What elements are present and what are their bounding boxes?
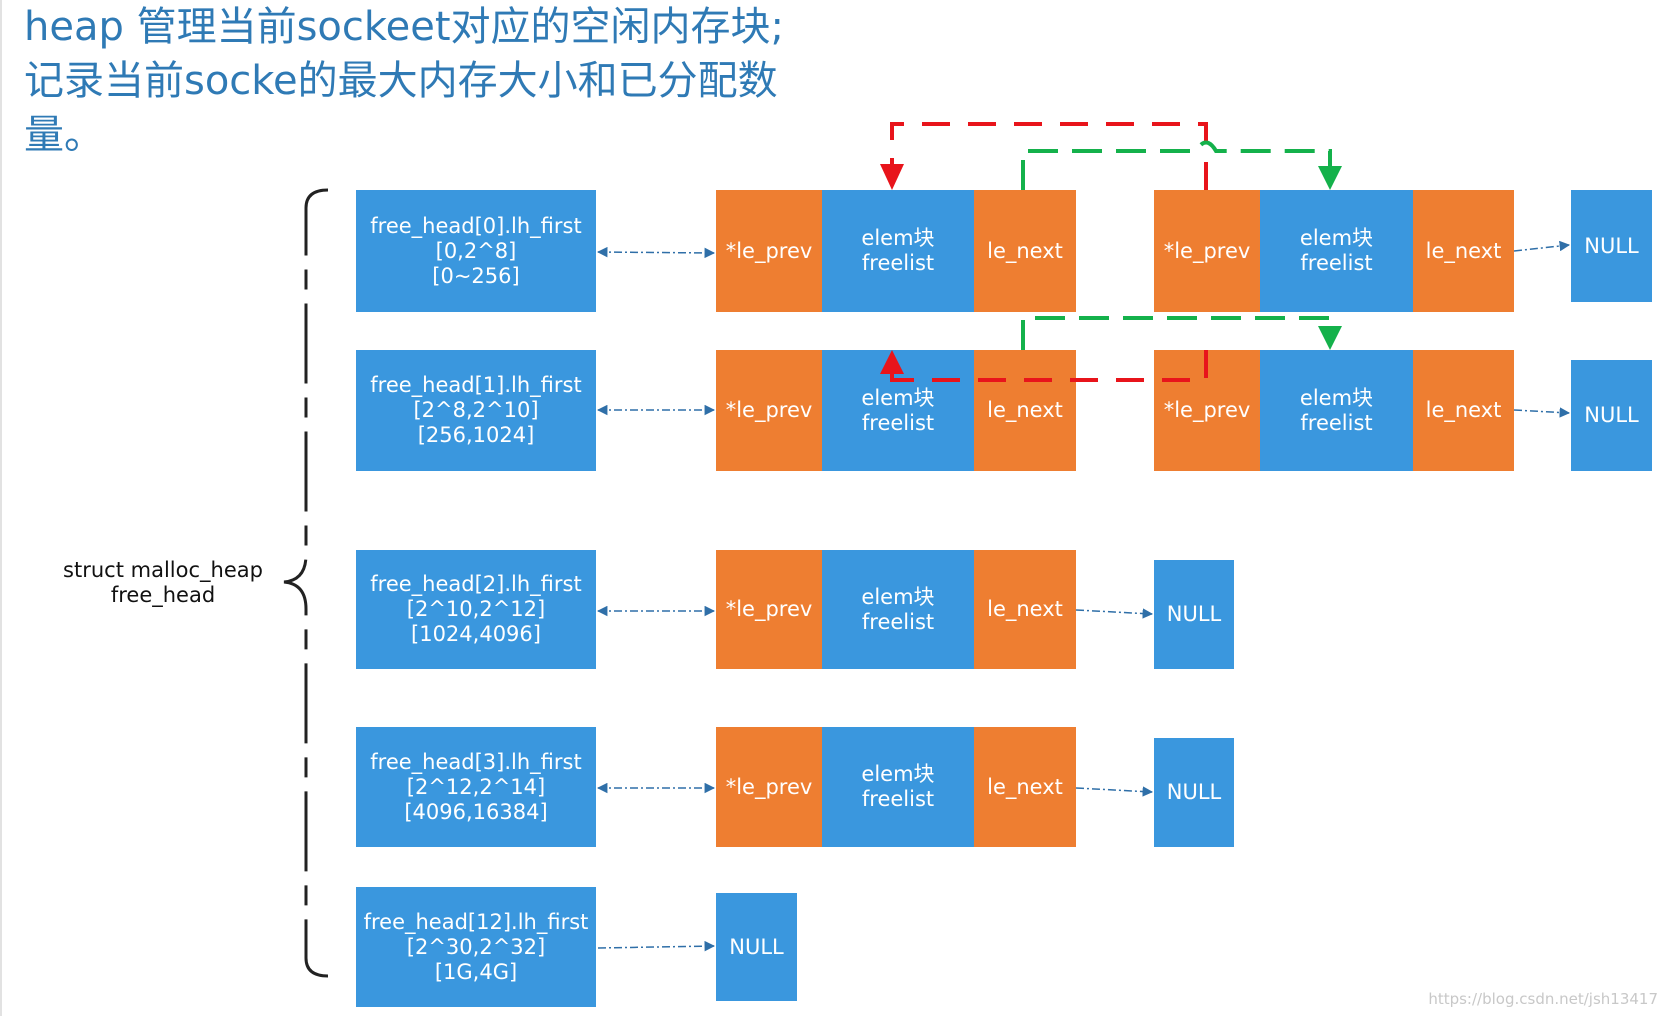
row3-elem-prev: *le_prev	[716, 727, 822, 847]
page-left-border	[0, 0, 2, 1016]
red-arrow-row0	[880, 122, 1208, 190]
row1-elemA-next-label: le_next	[987, 398, 1063, 422]
row0-elemB-prev-label: *le_prev	[1163, 238, 1251, 263]
free-head-3: free_head[3].lh_first [2^12,2^14] [4096,…	[356, 727, 596, 847]
row3-elem-prev-label: *le_prev	[725, 774, 813, 799]
row1-elemA-body: elem块 freelist	[822, 350, 974, 471]
row3-elem-next: le_next	[974, 727, 1076, 847]
free-head-2-bytes: [1024,4096]	[411, 622, 541, 646]
free-head-0-range: [0,2^8]	[435, 238, 517, 263]
row0-elemA-prev: *le_prev	[716, 190, 822, 312]
row0-elemA-prev-label: *le_prev	[725, 238, 813, 263]
row1-elemA-list: freelist	[861, 410, 935, 435]
row2-elem-list: freelist	[861, 609, 935, 634]
row0-elemB-prev: *le_prev	[1154, 190, 1260, 312]
free-head-12: free_head[12].lh_first [2^30,2^32] [1G,4…	[356, 887, 596, 1007]
row1-elemB-next-label: le_next	[1425, 398, 1502, 422]
free-head-2-range: [2^10,2^12]	[406, 597, 546, 621]
row0-elemA-title: elem块	[861, 226, 935, 250]
link-head12-null	[597, 940, 716, 952]
row12-null-label: NULL	[729, 934, 784, 959]
row12-null: NULL	[716, 893, 797, 1001]
row3-elem-list: freelist	[861, 787, 935, 811]
heading-line-3: 量。	[24, 112, 104, 158]
free-head-0-bytes: [0~256]	[432, 263, 520, 288]
row3-elem-title: elem块	[861, 762, 935, 786]
row1-null: NULL	[1571, 360, 1652, 471]
row1-null-label: NULL	[1584, 403, 1639, 427]
free-head-2-name: free_head[2].lh_first	[370, 572, 582, 596]
row3-elem-body: elem块 freelist	[822, 727, 974, 847]
row2-elem-body: elem块 freelist	[822, 550, 974, 669]
free-head-1-bytes: [256,1024]	[417, 423, 535, 447]
row2-elem-next-label: le_next	[987, 597, 1063, 621]
row0-null-label: NULL	[1584, 233, 1639, 258]
heading: heap 管理当前sockeet对应的空闲内存块; 记录当前socke的最大内存…	[24, 0, 784, 162]
heading-line-2: 记录当前socke的最大内存大小和已分配数	[24, 58, 778, 104]
link-row2-null	[1075, 608, 1154, 619]
row1-elemA-title: elem块	[861, 385, 935, 410]
row1-elemB-prev-label: *le_prev	[1163, 398, 1251, 422]
struct-brace	[283, 188, 329, 978]
row0-null: NULL	[1571, 190, 1652, 302]
row3-null-label: NULL	[1166, 780, 1222, 804]
free-head-12-range: [2^30,2^32]	[406, 934, 546, 959]
row0-elemA-body: elem块 freelist	[822, 190, 974, 312]
row1-elemB-prev: *le_prev	[1154, 350, 1260, 471]
row0-elemB-next-label: le_next	[1425, 238, 1502, 263]
row2-null-label: NULL	[1166, 602, 1222, 626]
free-head-1-range: [2^8,2^10]	[413, 398, 539, 422]
row2-elem-prev: *le_prev	[716, 550, 822, 669]
free-head-1: free_head[1].lh_first [2^8,2^10] [256,10…	[356, 350, 596, 471]
struct-label: struct malloc_heap free_head	[48, 558, 278, 608]
link-head0-elem	[596, 246, 716, 259]
row3-elem-next-label: le_next	[987, 774, 1063, 799]
row1-elemB-list: freelist	[1300, 410, 1373, 435]
row0-elemB-title: elem块	[1299, 226, 1374, 250]
watermark: https://blog.csdn.net/jsh13417	[1428, 990, 1658, 1008]
row2-elem-prev-label: *le_prev	[725, 597, 813, 621]
free-head-0-name: free_head[0].lh_first	[370, 213, 582, 238]
row1-elemA-prev: *le_prev	[716, 350, 822, 471]
heading-line-1: heap 管理当前sockeet对应的空闲内存块;	[24, 4, 784, 50]
row1-elemB-title: elem块	[1299, 385, 1374, 410]
struct-label-line-1: struct malloc_heap	[63, 558, 263, 582]
free-head-0: free_head[0].lh_first [0,2^8] [0~256]	[356, 190, 596, 312]
row1-elemB-body: elem块 freelist	[1260, 350, 1413, 471]
row2-elem-title: elem块	[861, 584, 935, 609]
row1-elemB-next: le_next	[1413, 350, 1514, 471]
row3-null: NULL	[1154, 738, 1234, 847]
link-row3-null	[1075, 786, 1154, 797]
row1-elemA-next: le_next	[974, 350, 1076, 471]
link-row0-null	[1513, 240, 1571, 252]
green-arrow-row0	[1021, 140, 1342, 190]
free-head-12-bytes: [1G,4G]	[434, 959, 518, 984]
struct-label-line-2: free_head	[110, 583, 216, 607]
free-head-3-bytes: [4096,16384]	[404, 799, 548, 824]
row2-elem-next: le_next	[974, 550, 1076, 669]
free-head-3-range: [2^12,2^14]	[406, 774, 546, 799]
row2-null: NULL	[1154, 560, 1234, 669]
free-head-3-name: free_head[3].lh_first	[370, 749, 582, 774]
row0-elemB-body: elem块 freelist	[1260, 190, 1413, 312]
row1-elemA-prev-label: *le_prev	[725, 398, 813, 422]
free-head-1-name: free_head[1].lh_first	[370, 373, 582, 397]
link-row1-null	[1513, 407, 1571, 418]
row0-elemA-next: le_next	[974, 190, 1076, 312]
free-head-2: free_head[2].lh_first [2^10,2^12] [1024,…	[356, 550, 596, 669]
row0-elemA-list: freelist	[861, 251, 935, 275]
row0-elemB-list: freelist	[1300, 251, 1373, 275]
row0-elemA-next-label: le_next	[987, 238, 1063, 263]
green-arrow-row1	[1021, 316, 1342, 350]
free-head-12-name: free_head[12].lh_first	[363, 909, 589, 934]
row0-elemB-next: le_next	[1413, 190, 1514, 312]
